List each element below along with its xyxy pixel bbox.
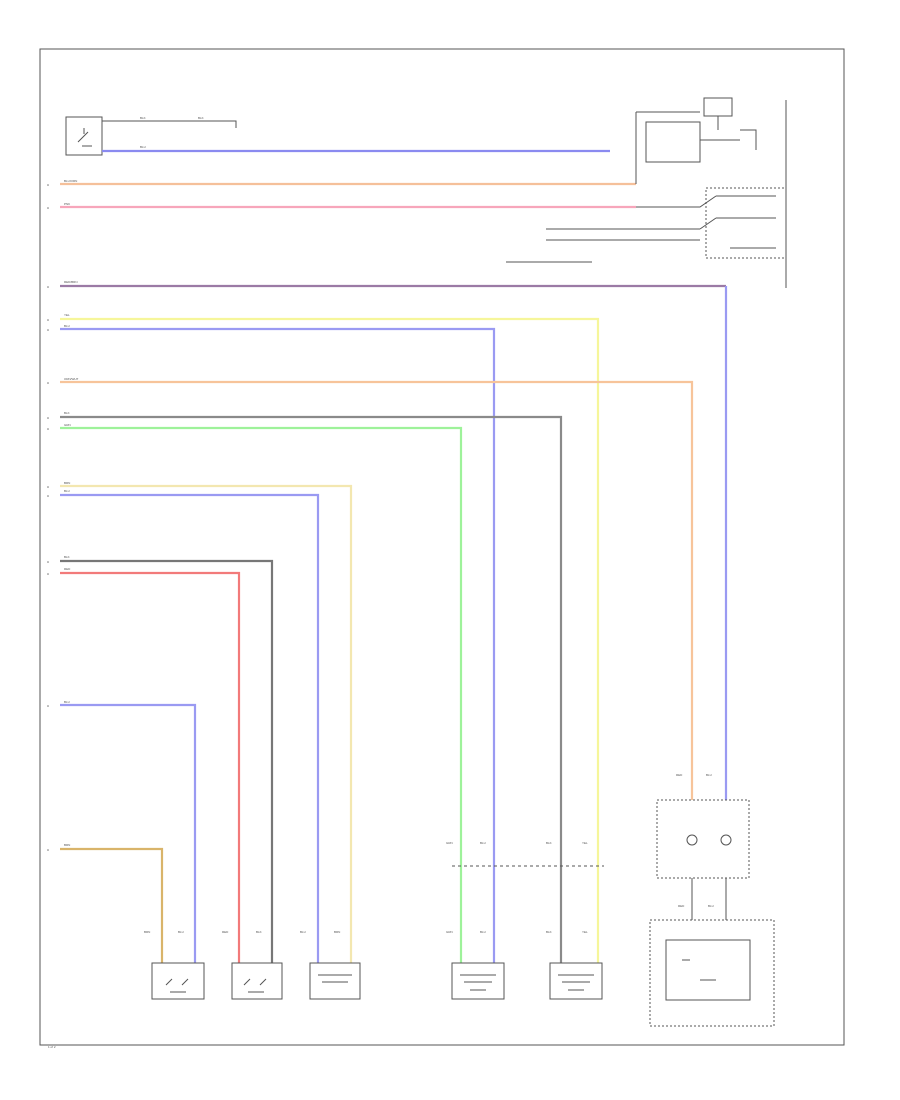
left-pin-markers	[47, 184, 49, 851]
relay-box	[645, 121, 701, 163]
clock-spring-pin-1: RED	[676, 773, 683, 777]
component-1: BRN BLU	[144, 930, 205, 1000]
wire-blk-2	[60, 559, 274, 965]
wire-label-brn: BRN	[64, 843, 70, 847]
wire-label-brn-2: BRN	[64, 481, 70, 485]
component-4: GRN BLU	[446, 930, 505, 1000]
wire-grn	[60, 426, 463, 965]
component-1-pin-1: BRN	[144, 930, 150, 934]
clock-spring-coil-2	[720, 834, 732, 846]
conn-pin-blk: BLK	[546, 841, 552, 845]
wire-label-blu: BLU	[64, 324, 70, 328]
component-4-box	[451, 962, 505, 1000]
conn-pin-blu: BLU	[480, 841, 486, 845]
component-2-pin-2: BLK	[256, 930, 262, 934]
wire-label-red-brn: RED/BRN	[64, 280, 78, 284]
switch-wire-label-2: BLK	[198, 116, 204, 120]
component-2-box	[231, 962, 283, 1000]
component-5-pin-1: BLK	[546, 930, 552, 934]
component-4-pin-2: BLU	[480, 930, 486, 934]
wire-brn-2	[60, 484, 353, 965]
footer-id: 1 of 2	[48, 1045, 56, 1049]
switch-wire-label-3: BLU	[140, 145, 146, 149]
switch-box-right	[703, 97, 733, 117]
switch-block: BLK BLK BLU	[65, 116, 610, 156]
wire-blk	[60, 415, 563, 965]
wire-label-grn: GRN	[64, 423, 71, 427]
component-5: BLK YEL	[546, 930, 603, 1000]
clock-spring-coil-1	[686, 834, 698, 846]
clock-spring-pin-2: BLU	[706, 773, 712, 777]
component-1-pin-2: BLU	[178, 930, 184, 934]
wire-label-blu-3: BLU	[64, 700, 70, 704]
component-1-symbol	[165, 978, 189, 993]
driver-airbag: RED BLU	[649, 904, 775, 1027]
component-3: BLU BRN	[300, 930, 361, 1000]
component-3-symbol	[318, 974, 352, 983]
driver-airbag-box	[665, 939, 751, 1001]
wire-red	[60, 571, 241, 965]
wires	[60, 182, 728, 965]
right-switch-lines	[700, 116, 757, 150]
clock-spring-box	[656, 799, 750, 879]
component-5-pin-2: YEL	[582, 930, 588, 934]
component-1-box	[151, 962, 205, 1000]
relay-outline	[705, 187, 787, 259]
component-3-pin-2: BRN	[334, 930, 340, 934]
wire-labels-left: BLU/ORN PNK RED/BRN YEL BLU ORN/WHT BLK …	[64, 179, 78, 847]
clock-spring-down-wires	[691, 878, 727, 920]
driver-airbag-symbol	[682, 959, 716, 981]
switch-wire-label-1: BLK	[140, 116, 146, 120]
switch-ground-wire	[102, 120, 237, 128]
conn-pin-yel: YEL	[582, 841, 588, 845]
component-5-box	[549, 962, 603, 1000]
component-2: RED BLK	[222, 930, 283, 1000]
component-5-symbol	[558, 974, 594, 991]
component-4-pin-1: GRN	[446, 930, 453, 934]
connector-row: GRN BLU BLK YEL	[446, 841, 604, 867]
wire-blu-3	[60, 703, 197, 965]
wire-brn	[60, 847, 164, 965]
top-right-unit	[506, 97, 787, 288]
wire-label-pnk: PNK	[64, 202, 70, 206]
component-3-box	[309, 962, 361, 1000]
wire-blu	[60, 327, 496, 965]
driver-airbag-pin-2: BLU	[708, 904, 714, 908]
component-2-pin-1: RED	[222, 930, 229, 934]
driver-airbag-pin-1: RED	[678, 904, 685, 908]
wire-label-orn-wht: ORN/WHT	[64, 377, 78, 381]
top-right-frame	[635, 111, 700, 184]
wire-label-yel: YEL	[64, 313, 70, 317]
conn-pin-grn: GRN	[446, 841, 453, 845]
wire-label-blk: BLK	[64, 411, 70, 415]
component-2-symbol	[243, 978, 267, 993]
component-3-pin-1: BLU	[300, 930, 306, 934]
wire-orn-wht	[60, 380, 694, 800]
component-4-symbol	[460, 974, 496, 991]
switch-symbol	[77, 128, 92, 147]
clock-spring: RED BLU	[656, 773, 750, 920]
relay-contacts	[636, 195, 776, 249]
bottom-components: BRN BLU RED BLK BLU BRN GRN BLU	[144, 930, 603, 1000]
wire-blu-2	[60, 493, 320, 965]
wire-label-blu-2: BLU	[64, 489, 70, 493]
wire-label-blk-2: BLK	[64, 555, 70, 559]
side-wires	[506, 228, 700, 263]
wire-label-red: RED	[64, 567, 71, 571]
wire-yel	[60, 317, 600, 965]
wire-label-blu-orn: BLU/ORN	[64, 179, 77, 183]
